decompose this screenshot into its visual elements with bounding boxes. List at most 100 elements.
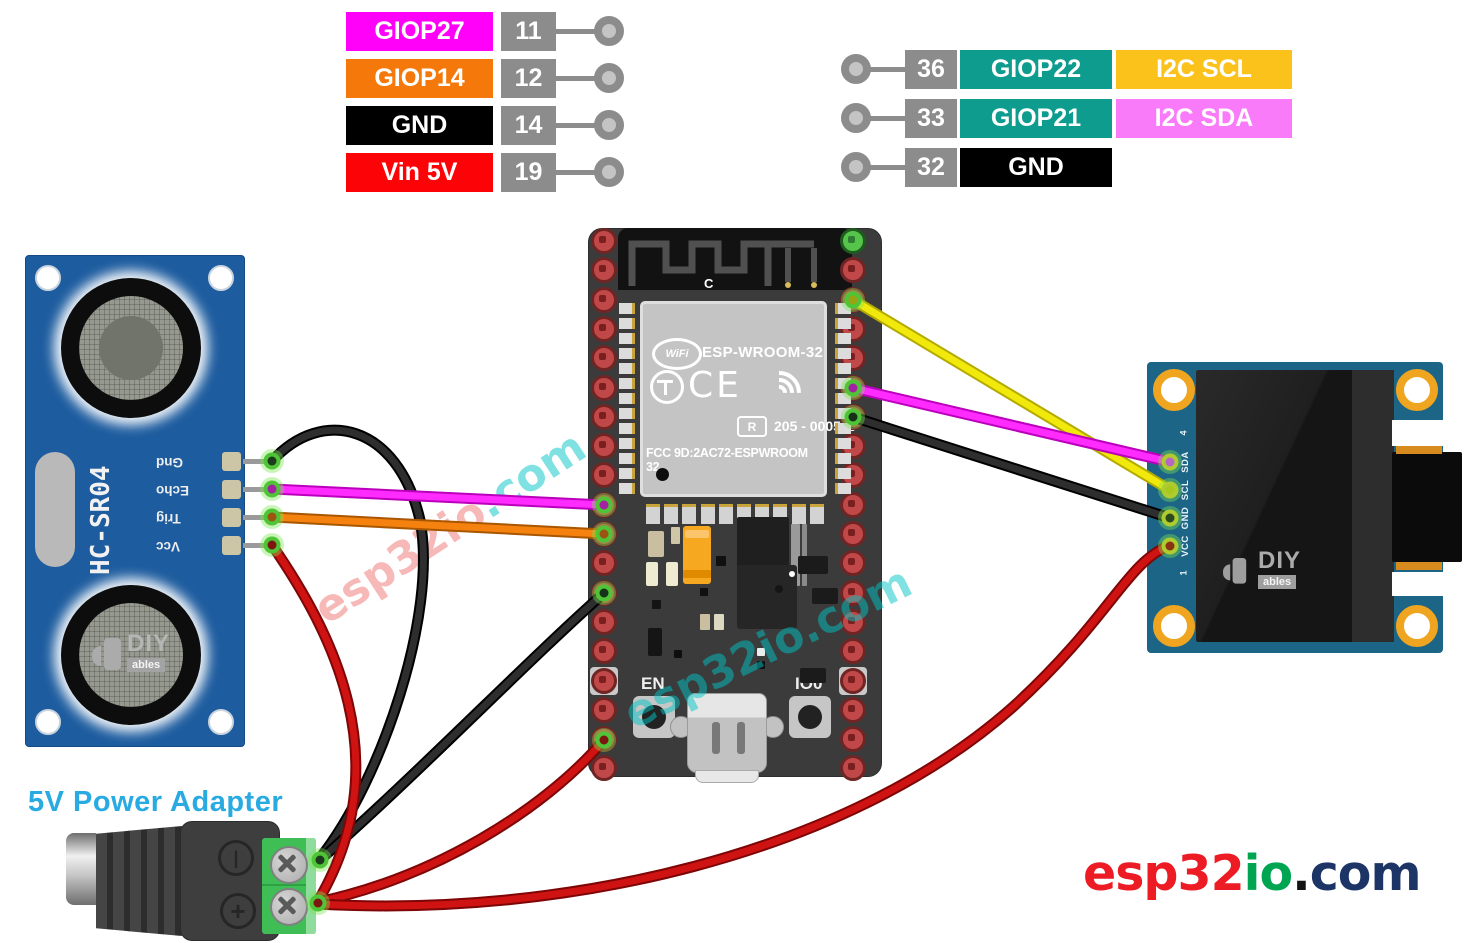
- module-pad: [619, 393, 635, 404]
- esp32-component: [685, 530, 709, 538]
- module-pad: [619, 333, 635, 344]
- module-pad: [619, 363, 635, 374]
- mounting-hole-icon: [208, 709, 234, 735]
- esp32-pin-left: [591, 462, 617, 489]
- transducer-core: [99, 316, 163, 380]
- legend-line: [556, 76, 596, 81]
- esp32-component: [671, 527, 680, 544]
- mounting-hole-icon: [35, 265, 61, 291]
- module-pad: [619, 453, 635, 464]
- esp32-pin-left: [591, 286, 617, 313]
- esp32-pin-right: [840, 755, 866, 782]
- pin-stub: [243, 459, 275, 464]
- legend-pin-36: 36: [905, 50, 957, 89]
- esp32-pin-right: [840, 667, 866, 694]
- mounting-hole-icon: [1396, 369, 1438, 411]
- antenna-trace-icon: [628, 240, 817, 288]
- esp32-component: [674, 650, 682, 658]
- esp32-pin-right: [840, 257, 866, 284]
- esp32-pin-left: [591, 433, 617, 460]
- oled-screen: [1196, 370, 1394, 642]
- module-pad: [619, 468, 635, 479]
- esp32-component: [802, 524, 807, 586]
- esp32-component: [648, 628, 662, 656]
- legend-line: [556, 170, 596, 175]
- module-pad: [835, 423, 851, 434]
- legend-label-i2c-scl: I2C SCL: [1116, 50, 1292, 89]
- module-pad: [835, 408, 851, 419]
- esp32-pin-right: [840, 228, 866, 254]
- esp32-pin-left: [591, 228, 617, 254]
- giteki-mark-icon: [650, 370, 684, 404]
- diyables-icon: [92, 632, 122, 674]
- pin-stub: [243, 515, 275, 520]
- esp32-component: [666, 562, 678, 586]
- esp32-component: [798, 556, 828, 574]
- module-pad: [718, 504, 733, 524]
- legend-label-giop14: GIOP14: [346, 59, 493, 98]
- legend-pin-14: 14: [501, 106, 556, 145]
- diyables-sub-text: ables: [1258, 575, 1297, 589]
- legend-label-vin5v: Vin 5V: [346, 153, 493, 192]
- module-pad: [835, 318, 851, 329]
- esp32-component: [714, 614, 724, 630]
- module-pad: [619, 423, 635, 434]
- module-pad: [835, 333, 851, 344]
- legend-label-giop22: GIOP22: [960, 50, 1112, 89]
- mounting-hole-icon: [35, 709, 61, 735]
- module-pad: [664, 504, 679, 524]
- connector-pad: [1396, 446, 1442, 454]
- esp32-pin-right: [840, 491, 866, 518]
- board-notch: [1392, 420, 1443, 446]
- module-pad: [619, 303, 635, 314]
- diyables-sub-text: ables: [127, 658, 166, 672]
- legend-line: [868, 116, 908, 121]
- diyables-logo: DIY ables: [92, 632, 170, 674]
- pin-circle-icon: [594, 110, 624, 140]
- module-pad: [619, 318, 635, 329]
- diyables-brand-text: DIY: [1258, 547, 1302, 574]
- ultrasonic-transducer-top: [61, 278, 201, 418]
- sensor-pin-pad: [222, 536, 241, 555]
- esp32-pin-left: [591, 638, 617, 665]
- module-pad: [835, 303, 851, 314]
- pin-circle-icon: [841, 152, 871, 182]
- esp32-pin-left: [591, 726, 617, 753]
- esp32-pin-left: [591, 755, 617, 782]
- legend-label-gnd: GND: [346, 106, 493, 145]
- esp32-pin-right: [840, 521, 866, 547]
- legend-label-giop21: GIOP21: [960, 99, 1112, 138]
- module-pad: [809, 504, 824, 524]
- module-pad: [619, 438, 635, 449]
- module-dot: [656, 468, 669, 481]
- sensor-pin-pad: [222, 480, 241, 499]
- module-pad: [791, 504, 806, 524]
- r-mark-badge: R: [737, 416, 767, 437]
- module-pad: [835, 378, 851, 389]
- esp32-component: [700, 588, 708, 596]
- transducer-mesh: [79, 296, 183, 400]
- legend-pin-32: 32: [905, 148, 957, 187]
- sensor-oscillator: [35, 452, 75, 567]
- module-pad: [835, 483, 851, 494]
- esp32-pin-left: [591, 521, 617, 547]
- esp32-pin-left: [591, 403, 617, 430]
- esp32-pin-left: [591, 696, 617, 723]
- legend-line: [868, 165, 908, 170]
- wifi-logo-icon: WiFi: [652, 338, 702, 370]
- esp32-component: [652, 600, 661, 609]
- board-notch: [1392, 572, 1443, 596]
- pin-circle-icon: [594, 157, 624, 187]
- positive-terminal-symbol: +: [220, 893, 256, 929]
- legend-pin-12: 12: [501, 59, 556, 98]
- module-pad: [835, 453, 851, 464]
- legend-label-i2c-sda: I2C SDA: [1116, 99, 1292, 138]
- pin-circle-icon: [594, 63, 624, 93]
- legend-label-gnd-right: GND: [960, 148, 1112, 187]
- esp32-pin-left: [591, 315, 617, 342]
- legend-line: [556, 29, 596, 34]
- antenna-label: C: [704, 276, 714, 291]
- legend-line: [868, 67, 908, 72]
- pin-circle-icon: [841, 103, 871, 133]
